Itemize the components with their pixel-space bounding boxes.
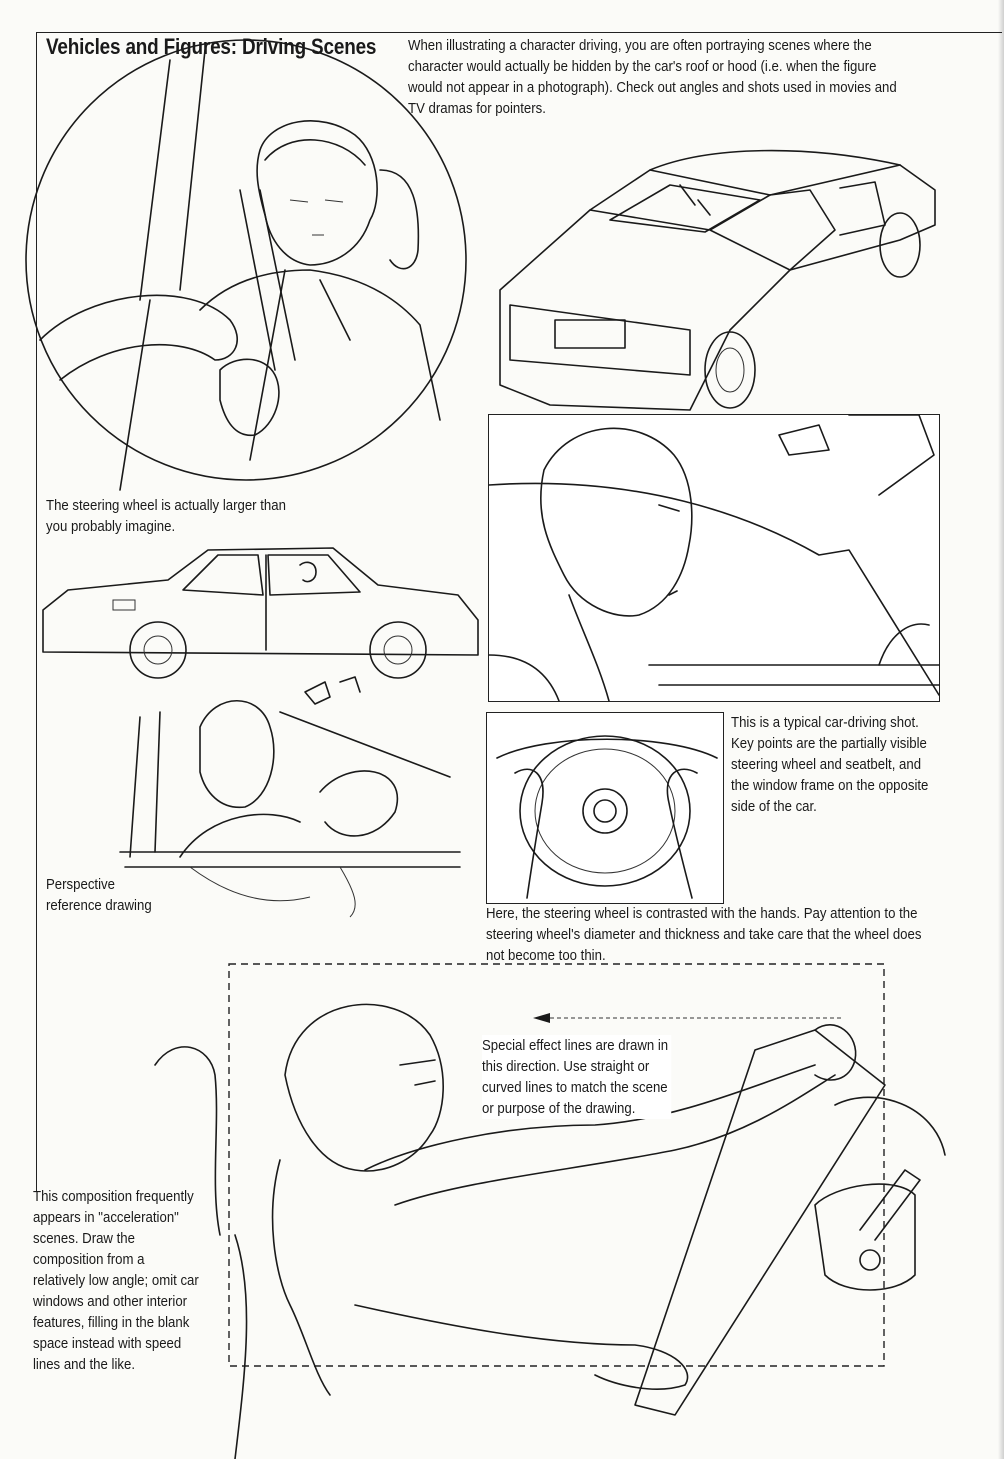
speed-line-frame bbox=[228, 963, 885, 1367]
page-edge-shadow bbox=[998, 0, 1004, 1459]
page-title: Vehicles and Figures: Driving Scenes bbox=[46, 34, 377, 59]
steering-wheel-illustration bbox=[496, 735, 718, 899]
profile-driving-panel bbox=[488, 414, 940, 702]
profile-driving-illustration bbox=[488, 414, 940, 702]
perspective-reference-illustration bbox=[119, 676, 461, 918]
acceleration-caption: This composition frequently appears in "… bbox=[33, 1188, 199, 1373]
driver-closeup-illustration bbox=[25, 39, 467, 491]
car-three-quarter-illustration bbox=[499, 149, 936, 411]
typical-shot-caption: This is a typical car-driving shot. Key … bbox=[731, 714, 929, 815]
hands-contrast-caption: Here, the steering wheel is contrasted w… bbox=[486, 905, 922, 964]
page-frame-left bbox=[36, 32, 37, 1192]
effect-lines-caption: Special effect lines are drawn in this d… bbox=[482, 1035, 672, 1119]
intro-text: When illustrating a character driving, y… bbox=[408, 37, 897, 117]
page-frame-top bbox=[36, 32, 1002, 33]
steering-wheel-panel bbox=[486, 712, 724, 904]
car-side-view-illustration bbox=[42, 547, 479, 679]
acceleration-scene-illustration bbox=[154, 1003, 946, 1459]
steering-wheel-caption: The steering wheel is actually larger th… bbox=[46, 497, 286, 535]
perspective-caption: Perspective reference drawing bbox=[46, 876, 152, 914]
